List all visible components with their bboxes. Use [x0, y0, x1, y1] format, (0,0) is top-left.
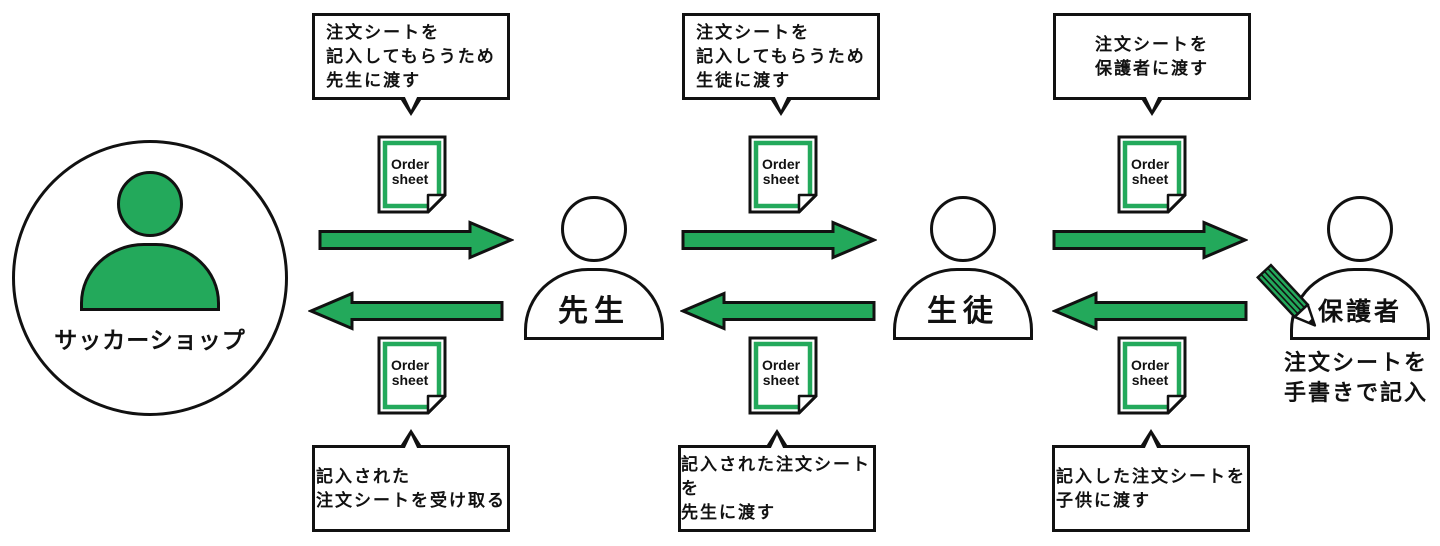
callout-guardian-to-child: 記入した注文シートを 子供に渡す	[1052, 429, 1250, 532]
arrow-left-icon	[680, 291, 876, 331]
actor-label: 先生	[558, 295, 630, 328]
callout-line: 記入した注文シートを	[1056, 466, 1246, 486]
order-sheet-line: Order	[390, 155, 430, 172]
callout-receive-sheet: 記入された 注文シートを受け取る	[312, 429, 510, 532]
person-head-icon	[561, 196, 627, 262]
document-icon	[377, 336, 447, 415]
order-sheet-label: Order sheet	[748, 336, 814, 410]
document-icon	[748, 336, 818, 415]
callout-line: 生徒に渡す	[696, 70, 792, 90]
callout-line: 注文シートを	[326, 22, 441, 42]
shop-person-body-icon	[80, 243, 220, 311]
guardian-note-line: 注文シートを	[1284, 350, 1429, 375]
guardian-note-line: 手書きで記入	[1284, 380, 1429, 405]
document-icon	[377, 135, 447, 214]
callout-text: 注文シートを 記入してもらうため 先生に渡す	[326, 21, 496, 93]
order-sheet: Order sheet	[748, 336, 818, 415]
document-icon	[1117, 135, 1187, 214]
callout-line: 保護者に渡す	[1095, 58, 1209, 78]
order-sheet-label: Order sheet	[377, 336, 443, 410]
callout-shop-to-teacher: 注文シートを 記入してもらうため 先生に渡す	[312, 13, 510, 116]
order-sheet-label: Order sheet	[377, 135, 443, 209]
shop-person-head-icon	[117, 171, 183, 237]
callout-line: 子供に渡す	[1056, 490, 1151, 510]
callout-line: 注文シートを	[696, 22, 811, 42]
arrow-left-icon	[1052, 291, 1248, 331]
callout-text: 記入された 注文シートを受け取る	[316, 465, 506, 513]
callout-line: 記入してもらうため	[326, 46, 496, 66]
callout-line: 記入された	[316, 466, 411, 486]
order-sheet-line: Order	[1130, 356, 1170, 373]
order-sheet-line: Order	[761, 155, 801, 172]
document-icon	[748, 135, 818, 214]
callout-student-to-guardian: 注文シートを 保護者に渡す	[1053, 13, 1251, 116]
order-sheet-line: sheet	[762, 171, 800, 187]
callout-line: 注文シートを	[1095, 34, 1209, 54]
order-sheet-line: Order	[1130, 155, 1170, 172]
actor-label: 生徒	[927, 295, 999, 328]
callout-line: 先生に渡す	[326, 70, 422, 90]
callout-line: 先生に渡す	[681, 502, 776, 522]
callout-student-to-teacher: 記入された注文シートを 先生に渡す	[678, 429, 876, 532]
callout-teacher-to-student: 注文シートを 記入してもらうため 生徒に渡す	[682, 13, 880, 116]
order-sheet: Order sheet	[1117, 336, 1187, 415]
order-sheet-line: sheet	[762, 372, 800, 388]
arrow-left-icon	[308, 291, 504, 331]
order-sheet-line: sheet	[391, 171, 429, 187]
actor-student: 生徒	[893, 196, 1033, 342]
order-sheet-line: sheet	[1131, 372, 1169, 388]
callout-text: 注文シートを 記入してもらうため 生徒に渡す	[696, 21, 866, 93]
order-sheet: Order sheet	[377, 336, 447, 415]
actor-guardian: 保護者	[1290, 196, 1430, 342]
order-sheet-label: Order sheet	[1117, 135, 1183, 209]
person-head-icon	[1327, 196, 1393, 262]
order-sheet: Order sheet	[1117, 135, 1187, 214]
order-sheet-line: sheet	[391, 372, 429, 388]
order-sheet: Order sheet	[377, 135, 447, 214]
callout-text: 記入した注文シートを 子供に渡す	[1056, 465, 1246, 513]
document-icon	[1117, 336, 1187, 415]
order-sheet-line: Order	[390, 356, 430, 373]
shop-node: サッカーショップ	[12, 140, 288, 416]
guardian-note: 注文シートを 手書きで記入	[1284, 348, 1428, 408]
actor-label: 保護者	[1317, 298, 1402, 326]
callout-text: 注文シートを 保護者に渡す	[1095, 33, 1209, 81]
order-sheet: Order sheet	[748, 135, 818, 214]
order-sheet-label: Order sheet	[1117, 336, 1183, 410]
arrow-right-icon	[318, 220, 514, 260]
arrow-right-icon	[681, 220, 877, 260]
callout-line: 記入された注文シートを	[681, 454, 871, 498]
arrow-right-icon	[1052, 220, 1248, 260]
pencil-icon	[1256, 263, 1317, 327]
callout-line: 記入してもらうため	[696, 46, 866, 66]
callout-text: 記入された注文シートを 先生に渡す	[681, 453, 873, 525]
order-sheet-line: sheet	[1131, 171, 1169, 187]
order-sheet-label: Order sheet	[748, 135, 814, 209]
person-head-icon	[930, 196, 996, 262]
callout-line: 注文シートを受け取る	[316, 490, 506, 510]
shop-label: サッカーショップ	[54, 327, 246, 353]
order-sheet-line: Order	[761, 356, 801, 373]
actor-teacher: 先生	[524, 196, 664, 342]
